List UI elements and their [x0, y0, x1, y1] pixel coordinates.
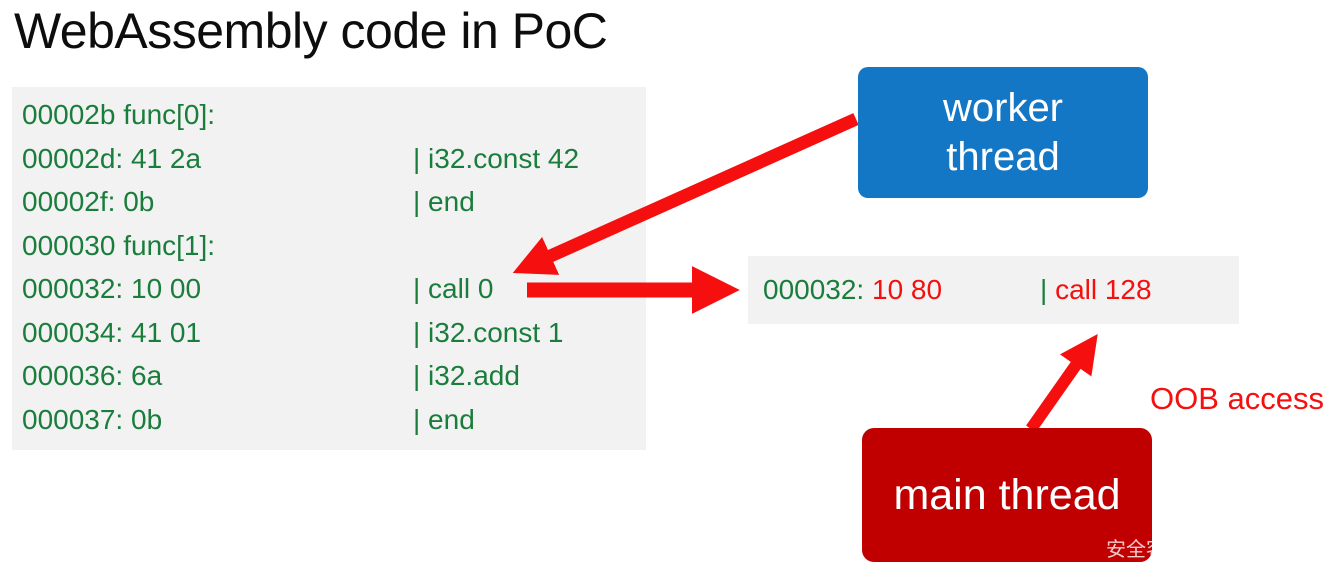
code-line-address: 000030 func[1]: [22, 229, 216, 261]
code-line-address: 00002f: 0b [22, 186, 155, 217]
arrow-main-to-patched-icon [1026, 334, 1098, 433]
code-line-address: 000037: 0b [22, 403, 163, 435]
patched-address: 000032: [763, 274, 872, 305]
worker-thread-box: worker thread [858, 67, 1148, 198]
wasm-disassembly-block: 00002b func[0]: 00002d: 41 2a | i32.cons… [12, 87, 646, 450]
code-line: 000030 func[1]: [22, 224, 646, 268]
worker-thread-label-line2: thread [946, 134, 1060, 179]
patched-bytes: 10 80 [872, 274, 943, 305]
code-line-disasm: | call 0 [413, 273, 494, 304]
oob-access-label: OOB access [1150, 381, 1324, 416]
code-line-disasm: | i32.add [413, 360, 520, 391]
main-thread-box: main thread 安全客 [862, 428, 1152, 562]
code-line-address: 00002d: 41 2a [22, 142, 202, 174]
code-line-address: 000032: 10 00 [22, 273, 202, 304]
code-line-disasm: | end [413, 403, 475, 435]
code-line-address: 000036: 6a [22, 360, 163, 391]
code-line: 000034: 41 01 | i32.const 1 [22, 311, 646, 355]
code-line-address: 00002b func[0]: [22, 99, 216, 130]
patched-pipe: | [1040, 274, 1056, 305]
code-line: 00002f: 0b | end [22, 180, 646, 224]
code-line: 00002d: 41 2a | i32.const 42 [22, 137, 646, 181]
code-line: 00002b func[0]: [22, 93, 646, 137]
slide-title: WebAssembly code in PoC [14, 3, 608, 59]
code-line-address: 000034: 41 01 [22, 316, 202, 348]
code-line: 000036: 6a | i32.add [22, 354, 646, 398]
patched-disasm-column: | call 128 [1040, 256, 1152, 324]
code-line-disasm: | i32.const 1 [413, 316, 564, 348]
code-line-disasm: | i32.const 42 [413, 142, 580, 174]
main-thread-label: main thread [893, 470, 1121, 519]
code-line: 000037: 0b | end [22, 398, 646, 442]
patched-instruction-box: 000032: 10 80 | call 128 [748, 256, 1239, 324]
code-line-disasm: | end [413, 186, 475, 217]
patched-disasm: call 128 [1055, 274, 1152, 305]
watermark-anquanke: 安全客 [1106, 539, 1152, 561]
worker-thread-label-line1: worker [942, 85, 1064, 130]
code-line-call0: 000032: 10 00 | call 0 [22, 267, 646, 311]
